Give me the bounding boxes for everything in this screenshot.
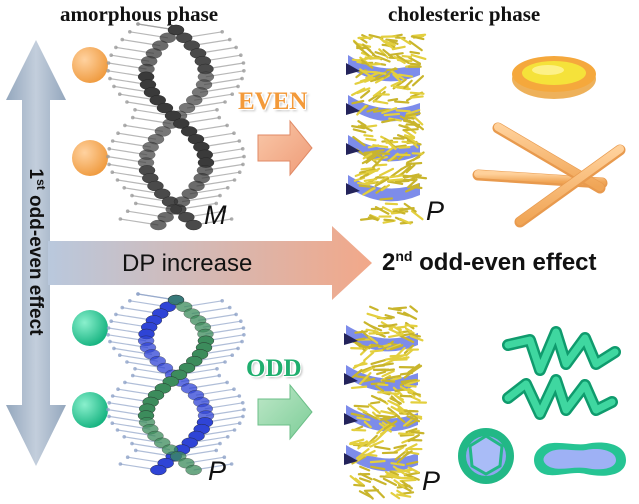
title-amorphous-phase: amorphous phase xyxy=(60,2,219,26)
cholesteric-column-odd xyxy=(344,305,428,500)
helix-label-bottom-left: P xyxy=(208,456,227,486)
second-effect-number: 2 xyxy=(382,249,396,276)
yellow-disc-icon xyxy=(512,56,596,99)
odd-label: ODD xyxy=(246,355,302,382)
vertical-double-arrow xyxy=(6,40,66,466)
helix-label-top-right: P xyxy=(426,196,445,226)
second-effect-sup: nd xyxy=(395,248,413,264)
green-vesicle-icon xyxy=(458,428,514,484)
dp-increase-arrow xyxy=(48,226,372,300)
second-effect-text: odd-even effect xyxy=(412,249,597,276)
helix-label-top-left: M xyxy=(204,200,227,230)
first-odd-even-effect-label: 1st odd-even effect xyxy=(24,169,48,336)
green-sphere-bottom xyxy=(72,392,108,428)
even-label: EVEN xyxy=(238,88,308,115)
amorphous-helix-odd xyxy=(106,292,246,476)
even-block-arrow xyxy=(257,119,313,177)
amorphous-helix-even xyxy=(106,22,246,231)
green-capsule-icon xyxy=(534,442,626,476)
orange-rods-icon xyxy=(472,122,626,228)
green-zigzag-fibers-icon xyxy=(502,326,621,420)
odd-block-arrow xyxy=(257,383,313,441)
vertical-label-sup: st xyxy=(34,179,49,190)
orange-sphere-top xyxy=(72,47,108,83)
orange-sphere-bottom xyxy=(72,140,108,176)
vertical-label-text: odd-even effect xyxy=(24,189,46,336)
green-sphere-top xyxy=(72,310,108,346)
title-cholesteric-phase: cholesteric phase xyxy=(388,2,541,26)
vertical-label-number: 1 xyxy=(24,168,46,180)
dp-increase-label: DP increase xyxy=(122,250,253,277)
second-odd-even-effect-label: 2nd odd-even effect xyxy=(382,248,597,277)
helix-label-bottom-right: P xyxy=(422,466,441,496)
cholesteric-column-even xyxy=(346,33,428,225)
